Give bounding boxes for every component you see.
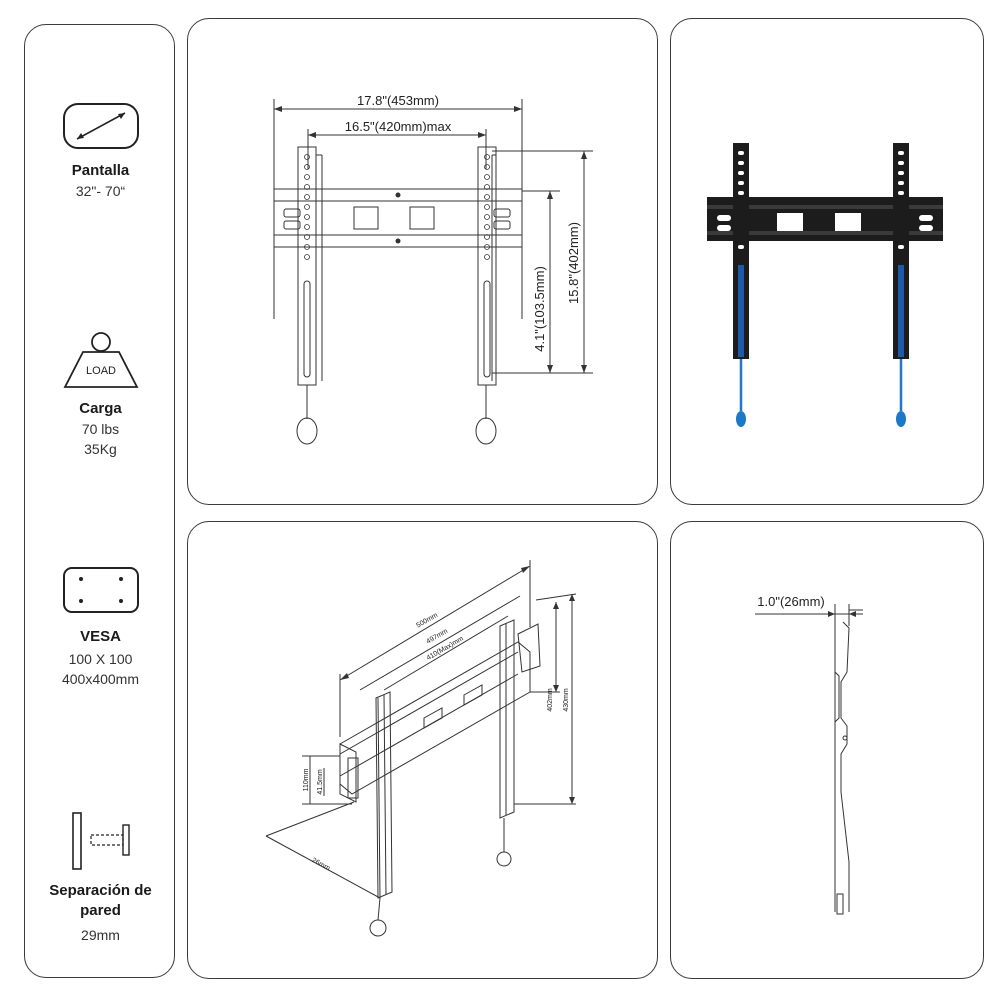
front-height-total: 15.8"(402mm) <box>566 222 581 304</box>
spec-load-value-kg: 35Kg <box>84 441 117 457</box>
spec-vesa: VESA 100 X 100 400x400mm <box>25 565 176 689</box>
specs-sidebar: Pantalla 32"- 70“ LOAD Carga 70 lbs 35Kg… <box>24 24 175 978</box>
spec-wall-title-2: pared <box>80 902 121 919</box>
iso-dim-497: 497mm <box>425 628 449 646</box>
front-drawing-panel: 17.8"(453mm) 16.5"(420mm)max 15.8"(402mm… <box>187 18 658 505</box>
product-photo-panel <box>670 18 984 505</box>
side-profile-drawing: 1.0"(26mm) <box>755 594 863 915</box>
isometric-drawing: 500mm 497mm 410(Max)mm 402mm 430mm 110mm… <box>265 560 577 937</box>
spec-load-value-lbs: 70 lbs <box>81 421 120 437</box>
iso-dim-415: 41.5mm <box>317 769 324 794</box>
front-height-center: 4.1"(103.5mm) <box>532 266 547 352</box>
spec-vesa-title: VESA <box>80 628 121 645</box>
product-photo <box>707 143 943 427</box>
spec-wall: Separación de pared 29mm <box>25 809 176 945</box>
spec-vesa-value-1: 100 X 100 <box>68 651 133 667</box>
spec-load-title: Carga <box>79 400 122 417</box>
iso-dim-500: 500mm <box>415 612 439 630</box>
iso-dim-430: 430mm <box>563 688 570 712</box>
front-drawing: 17.8"(453mm) 16.5"(420mm)max 15.8"(402mm… <box>273 93 593 445</box>
screen-diagonal-icon <box>62 103 139 149</box>
front-width-total: 17.8"(453mm) <box>357 93 439 108</box>
spec-vesa-value-2: 400x400mm <box>61 671 140 687</box>
side-depth-label: 1.0"(26mm) <box>757 594 824 609</box>
spec-screen: Pantalla 32"- 70“ <box>25 101 176 201</box>
spec-screen-title: Pantalla <box>71 162 130 179</box>
spec-wall-value: 29mm <box>81 927 120 943</box>
wall-distance-icon <box>71 812 130 870</box>
side-profile-panel: 1.0"(26mm) <box>670 521 984 979</box>
spec-load: LOAD Carga 70 lbs 35Kg <box>25 331 176 459</box>
iso-dim-402: 402mm <box>547 688 554 712</box>
front-width-max: 16.5"(420mm)max <box>345 119 452 134</box>
iso-dim-110: 110mm <box>303 768 310 791</box>
iso-dim-26: 26mm <box>310 857 331 872</box>
isometric-drawing-panel: 500mm 497mm 410(Max)mm 402mm 430mm 110mm… <box>187 521 658 979</box>
spec-wall-title-1: Separación de <box>49 882 152 899</box>
weight-icon-label: LOAD <box>86 365 116 377</box>
spec-screen-value: 32"- 70“ <box>75 183 126 199</box>
weight-icon: LOAD <box>63 332 138 388</box>
vesa-pattern-icon <box>62 567 139 613</box>
